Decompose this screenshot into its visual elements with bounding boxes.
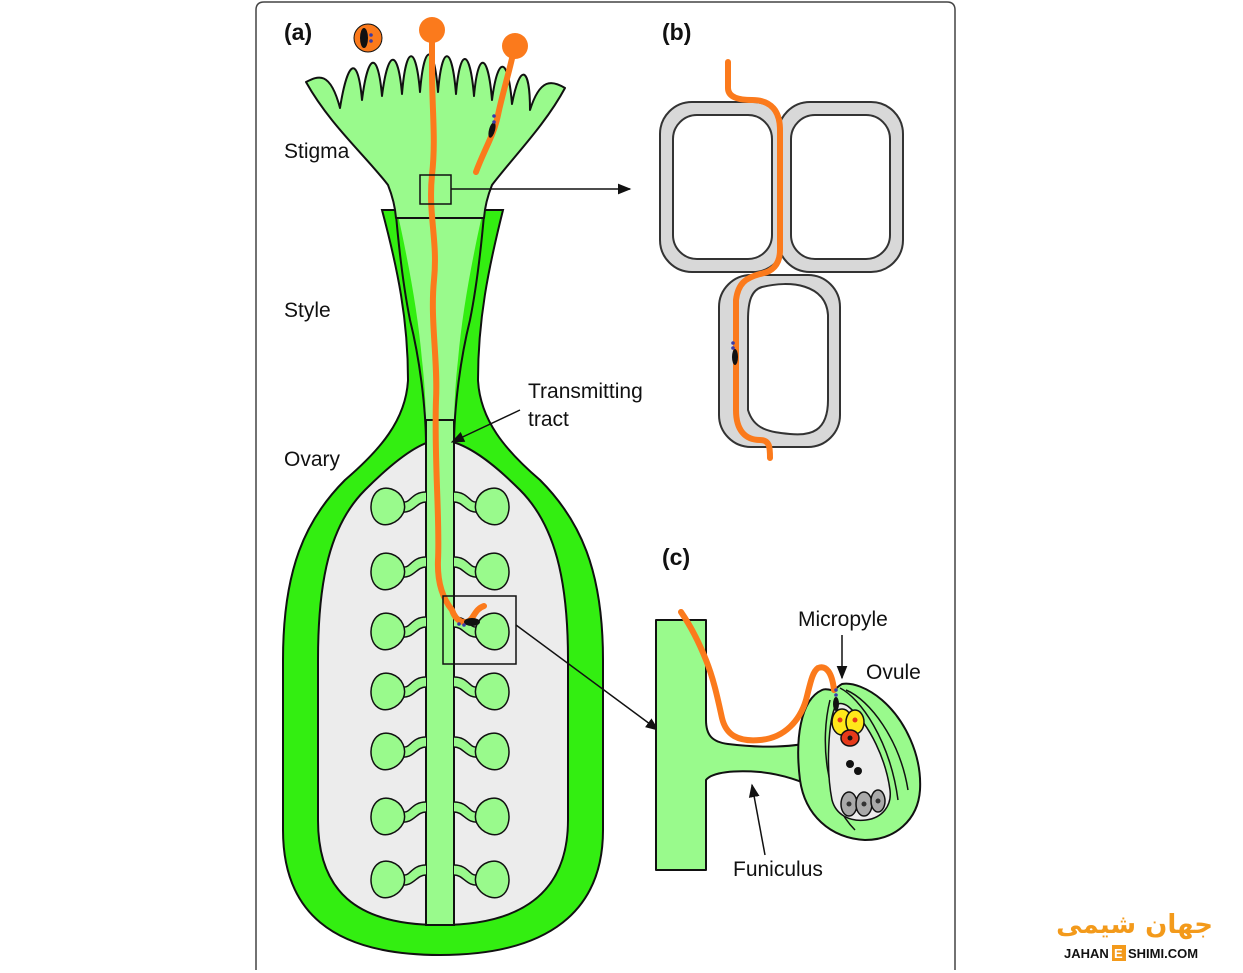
funiculus xyxy=(655,619,821,871)
watermark-logo: جهان شیمی JAHAN E SHIMI.COM xyxy=(1056,910,1213,961)
ovule xyxy=(474,860,510,899)
ovule xyxy=(370,732,406,771)
ovule xyxy=(370,487,406,526)
pollen-grain xyxy=(419,17,445,43)
panel-b-cells xyxy=(659,59,904,461)
label-stigma: Stigma xyxy=(284,140,350,163)
ovule xyxy=(474,732,510,771)
watermark-persian: جهان شیمی xyxy=(1056,910,1213,940)
arrow-funiculus xyxy=(748,783,766,856)
label-transmitting-tract-1: Transmitting xyxy=(528,380,643,403)
ovule xyxy=(370,672,406,711)
ovule xyxy=(474,672,510,711)
pollen-tube-second xyxy=(473,42,518,175)
sperm-nucleus xyxy=(488,122,496,138)
label-micropyle: Micropyle xyxy=(798,608,888,631)
label-funiculus: Funiculus xyxy=(733,858,823,881)
polar-nucleus xyxy=(854,767,862,775)
ovule xyxy=(474,797,510,836)
label-transmitting-tract-2: tract xyxy=(528,408,569,431)
figure-frame xyxy=(255,1,956,970)
ovule xyxy=(474,487,510,526)
watermark-latin-mid: E xyxy=(1114,946,1123,961)
polar-nucleus xyxy=(846,760,854,768)
ovule xyxy=(370,612,406,651)
watermark-latin-right: SHIMI.COM xyxy=(1128,946,1198,961)
ovule xyxy=(370,860,406,899)
panel-c-label: (c) xyxy=(662,544,690,570)
pollen-tube-ovule xyxy=(678,609,837,744)
label-ovary: Ovary xyxy=(284,448,341,471)
ovule xyxy=(370,797,406,836)
pistil xyxy=(282,17,604,957)
panel-b-label: (b) xyxy=(662,19,691,45)
pollen-grain xyxy=(502,33,528,59)
watermark-latin-left: JAHAN xyxy=(1064,946,1109,961)
panel-c-ovule xyxy=(655,609,922,871)
style-tissue xyxy=(398,215,482,445)
ovule-columns xyxy=(370,487,510,899)
ovule xyxy=(474,552,510,591)
ovule xyxy=(474,612,510,651)
label-ovule: Ovule xyxy=(866,661,921,684)
panel-a-label: (a) xyxy=(284,19,312,45)
ovule xyxy=(370,552,406,591)
label-style: Style xyxy=(284,299,331,322)
zoom-box-ovule xyxy=(442,595,517,665)
arrow-transmitting-tract xyxy=(450,409,521,443)
pollen-tube-intercellular xyxy=(725,59,783,461)
arrow-to-panel-c xyxy=(515,624,660,731)
